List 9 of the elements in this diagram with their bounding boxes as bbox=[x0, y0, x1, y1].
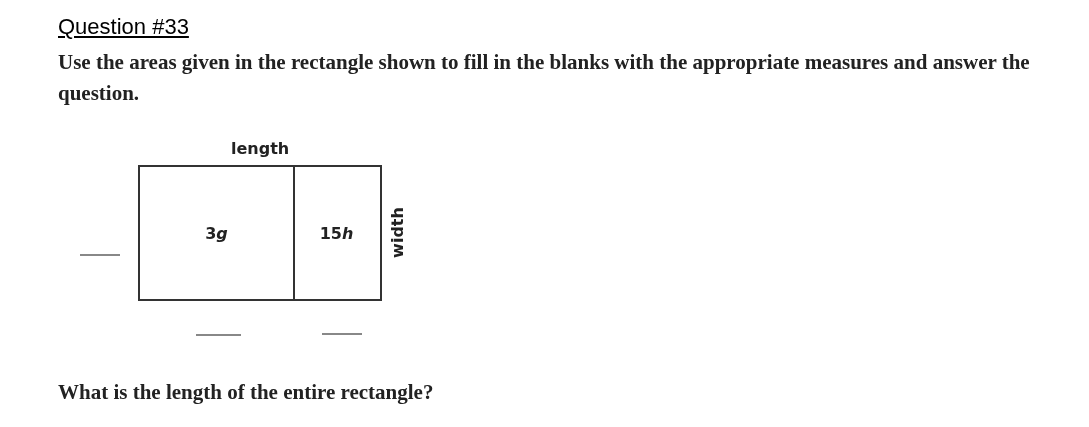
question-heading: Question #33 bbox=[58, 14, 189, 40]
side-label: length bbox=[231, 139, 290, 158]
area-value: 3g bbox=[205, 223, 228, 243]
area-value: 15h bbox=[319, 223, 354, 243]
instruction-text: Use the areas given in the rectangle shown to fill in the blanks with the appropriate measures and answer the question. bbox=[58, 49, 1031, 107]
area-box bbox=[138, 165, 295, 301]
side-label: width bbox=[387, 207, 407, 258]
area-box bbox=[293, 165, 382, 301]
question-text: What is the length of the entire rectangle? bbox=[58, 379, 434, 406]
